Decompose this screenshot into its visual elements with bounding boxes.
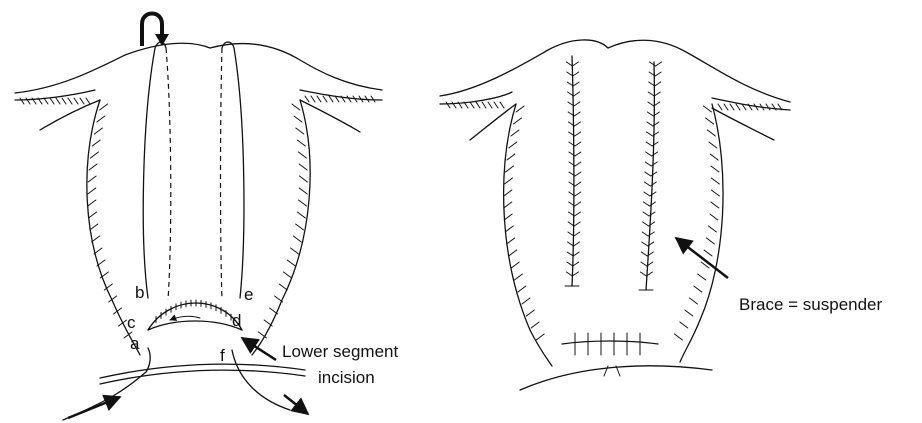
repair-stitches [575,333,640,355]
repaired-incision [562,341,658,344]
left-uterus-figure: b e c d a f Lower segment incision [15,14,399,421]
suture-right-limb [222,42,244,298]
left-uterus-right-wall [252,100,310,355]
brace-suture-stitches [565,62,662,290]
entry-arrow [68,397,120,418]
label-f: f [220,346,225,365]
left-wall-hatching [20,96,375,338]
right-lower-border [520,366,712,390]
brace-caption: Brace = suspender [739,295,883,314]
suture-right-posterior [221,48,223,300]
incision-direction-arrow [170,316,200,320]
label-e: e [244,285,253,304]
label-d: d [232,311,241,330]
right-uterus-left-wall [504,104,552,366]
label-a: a [130,334,140,353]
incision-pointer-arrow [242,338,276,360]
exit-arrow [284,395,308,414]
label-b: b [135,283,144,302]
brace-suture-left [572,56,574,286]
right-uterus-right-wall [680,104,723,362]
suture-left-limb [143,42,166,298]
label-c: c [127,313,136,332]
suture-left-posterior [166,48,171,300]
right-wall-hatching [446,102,782,340]
right-uterus-figure: Brace = suspender [440,40,883,390]
right-uterus-fundus [440,40,790,102]
suture-entry-end [146,348,150,372]
incision-caption-line1: Lower segment [282,342,399,361]
fundus-pass-arrow [142,14,162,47]
left-uterus-fundus [15,43,382,93]
incision-caption-line2: incision [318,368,375,387]
